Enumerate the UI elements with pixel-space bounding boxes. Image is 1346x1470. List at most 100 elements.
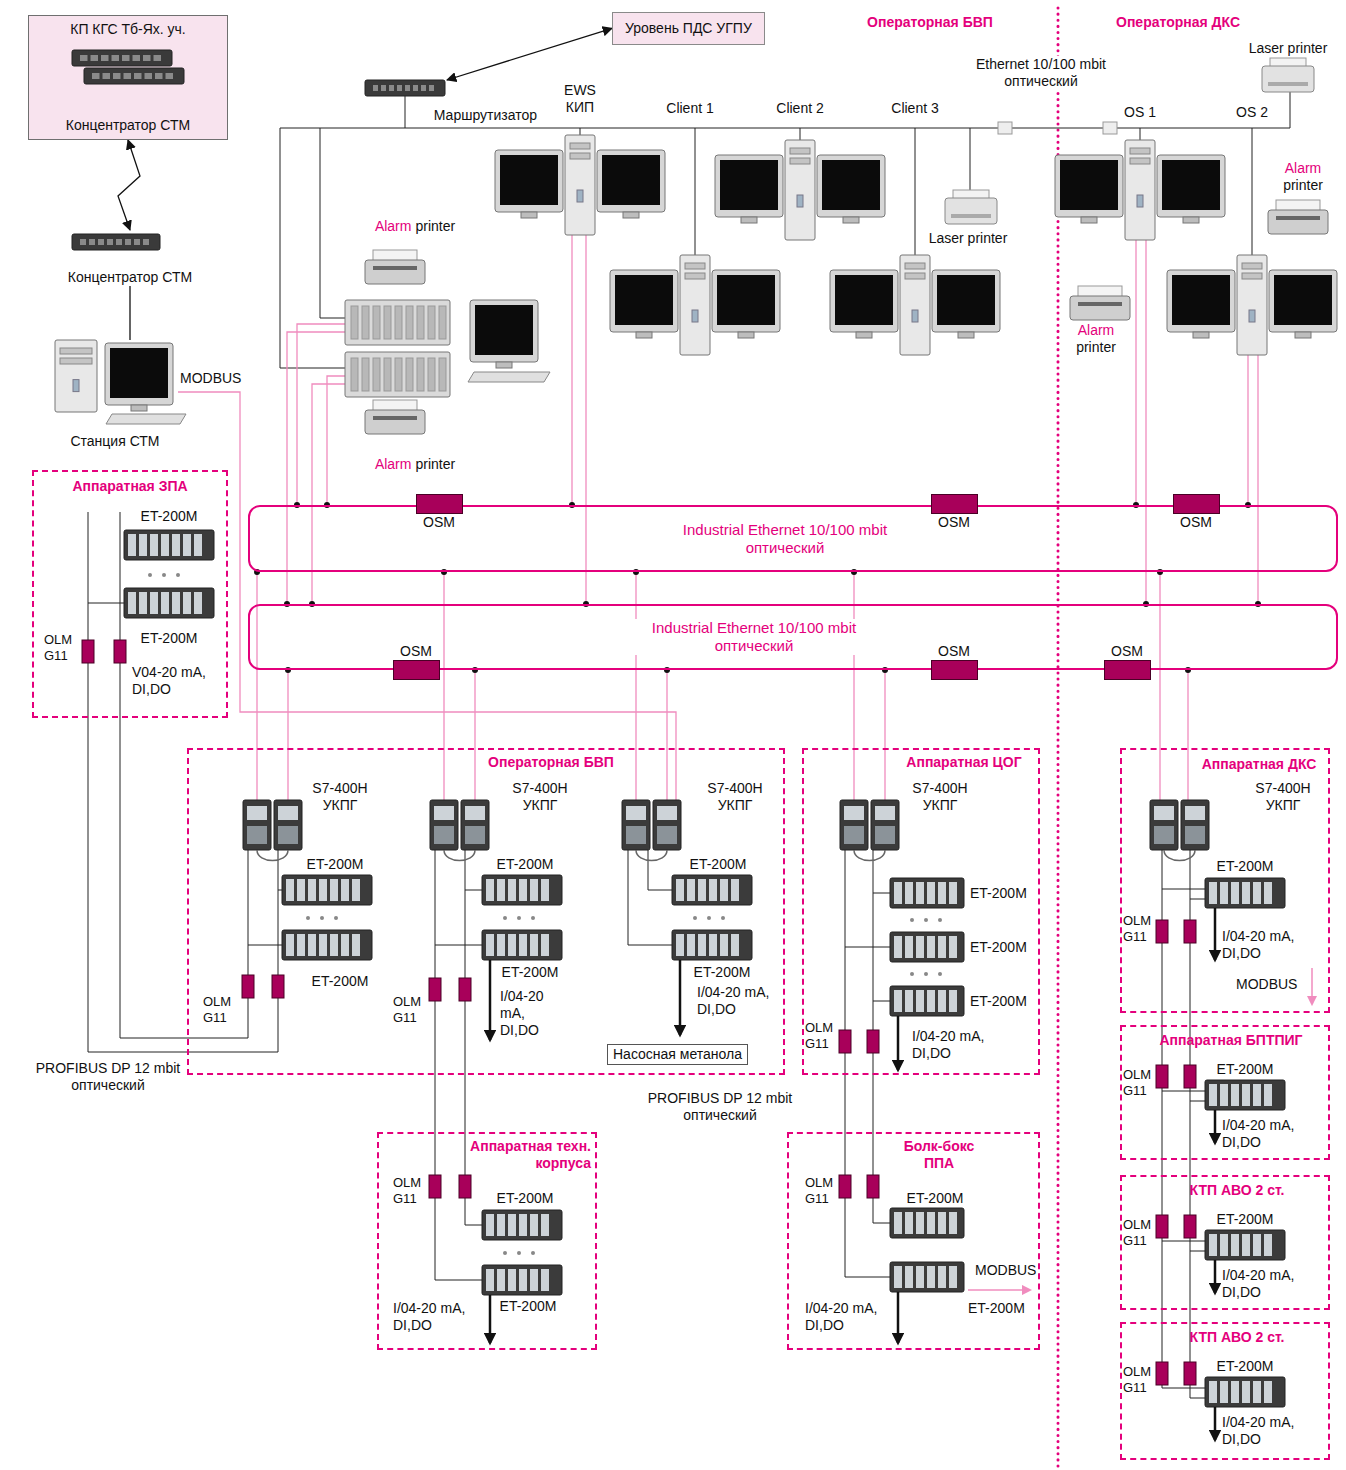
server-slot <box>417 306 424 339</box>
diagram-label: OLM G11 <box>1123 1067 1157 1098</box>
server-slot <box>384 306 391 339</box>
drive-bay <box>570 153 590 159</box>
fibre-line <box>1257 355 1258 604</box>
olm-module <box>867 1030 879 1053</box>
io-module <box>731 934 739 956</box>
et200m-rack <box>890 1262 964 1292</box>
node-text: Laser printer <box>1238 40 1338 57</box>
osm-switch: OSM <box>1100 643 1154 680</box>
ellipsis-dot <box>721 916 725 920</box>
monitor-stand <box>131 405 147 411</box>
ellipsis-dot <box>517 1251 521 1255</box>
olm-module <box>242 975 254 998</box>
alarm-printer-label: Alarmprinter <box>1266 160 1340 194</box>
node-text: OSM <box>400 643 432 660</box>
olm-module <box>1184 1215 1196 1238</box>
io-module <box>128 534 136 556</box>
profibus-line <box>1162 1388 1205 1389</box>
diagram-label: ET-200M <box>312 973 369 990</box>
io-module <box>194 592 202 614</box>
io-module <box>530 1214 538 1236</box>
cpu-module <box>278 806 298 820</box>
io-module <box>1264 1234 1272 1256</box>
fibre-line <box>474 670 475 800</box>
device: Концентратор СТМ <box>55 230 205 286</box>
node-text: Концентратор СТМ <box>66 117 190 134</box>
io-module <box>905 1266 913 1288</box>
io-arrow <box>1214 1110 1217 1143</box>
io-module <box>905 882 913 904</box>
keyboard <box>468 372 550 382</box>
profibus-line <box>88 512 278 1052</box>
monitor-screen <box>717 275 775 325</box>
printer-slot <box>1268 82 1308 86</box>
switch-port <box>155 73 163 79</box>
io-module <box>938 1266 946 1288</box>
io-module <box>927 990 935 1012</box>
io-module <box>938 1212 946 1234</box>
io-module <box>1264 882 1272 904</box>
drive-bay <box>1242 263 1262 269</box>
drive-bay <box>1130 158 1150 164</box>
switch-port <box>389 85 394 91</box>
profibus-line <box>873 893 890 894</box>
io-arrow <box>897 1292 900 1343</box>
io-module <box>1209 1084 1217 1106</box>
monitor-stand <box>1183 217 1199 223</box>
sync-cable <box>854 850 885 861</box>
io-module <box>508 1269 516 1291</box>
diagram-label: OLM G11 <box>393 994 429 1025</box>
switch-port <box>405 85 410 91</box>
node-text: printer <box>1283 177 1323 194</box>
diagram-label: ET-200M <box>307 856 364 873</box>
ellipsis-dot <box>924 918 928 922</box>
io-module <box>486 1214 494 1236</box>
osm-switch: OSM <box>1169 494 1223 531</box>
ellipsis-dot <box>162 573 166 577</box>
bus-drop <box>580 128 581 135</box>
io-module <box>297 934 305 956</box>
drive-bay <box>60 358 92 364</box>
io-module <box>308 879 316 901</box>
ellipsis-dot <box>910 972 914 976</box>
olm-module <box>1156 1065 1168 1088</box>
alarm-printer-label: Alarmprinter <box>360 456 470 473</box>
ellipsis-dot <box>707 916 711 920</box>
pc-tower <box>785 140 815 240</box>
node-text: КТП АВО 2 ст. <box>1152 1182 1322 1199</box>
io-module <box>927 1266 935 1288</box>
profibus-line <box>1162 1241 1205 1242</box>
io-module <box>916 990 924 1012</box>
node-text: Laser printer <box>912 230 1024 247</box>
io-module <box>938 990 946 1012</box>
io-module <box>894 1212 902 1234</box>
io-module <box>709 879 717 901</box>
monitor-screen <box>500 155 558 205</box>
profibus-line <box>1162 1091 1205 1092</box>
io-module <box>183 534 191 556</box>
server-slot <box>362 306 369 339</box>
et200m-rack <box>1205 1377 1285 1407</box>
cpu-module <box>434 806 454 820</box>
io-module <box>894 882 902 904</box>
ellipsis-dot <box>938 918 942 922</box>
diagram-label: ET-200M <box>497 856 554 873</box>
fibre-line <box>297 324 345 505</box>
fibre-line <box>1135 240 1136 505</box>
drive-bay <box>790 148 810 154</box>
alarm-printer <box>1070 296 1130 320</box>
network-switch <box>84 68 184 84</box>
io-module <box>905 990 913 1012</box>
ellipsis-dot <box>517 916 521 920</box>
fibre-line <box>666 670 667 800</box>
sync-module <box>875 826 895 844</box>
fibre-line <box>585 235 586 604</box>
osm-switch: OSM <box>412 494 466 531</box>
io-module <box>530 1269 538 1291</box>
diagram-label: S7-400H УКПГ <box>504 780 576 814</box>
diagram-label: V04-20 mA, DI,DO <box>132 664 224 698</box>
network-switch <box>72 234 160 250</box>
io-module <box>497 934 505 956</box>
node-text: Станция СТМ <box>40 433 190 450</box>
server-slot <box>439 306 446 339</box>
